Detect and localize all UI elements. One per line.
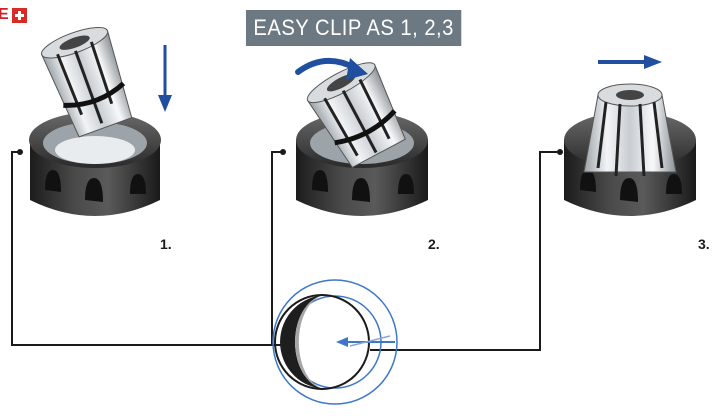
connector-dot-3 [557,149,563,155]
nut-slot [45,170,61,192]
nut-slot [666,174,682,194]
nut-slot [352,178,370,202]
brand-badge-text: E [0,6,9,23]
step-3-illustration [564,55,696,216]
step-number-1: 1. [160,236,172,252]
connector-dot-1 [17,149,23,155]
crescent-dark [280,295,327,389]
step-number-2: 2. [428,236,440,252]
connector-line-2 [271,151,282,345]
nut-slot [580,170,596,192]
arrow-left-icon [336,335,395,347]
curved-arrow-icon [295,57,368,80]
nut-slot [130,174,146,194]
connector-line-1 [11,151,285,346]
step-1-illustration [29,26,172,216]
nut-slot [398,174,414,194]
step-2-illustration [295,57,428,216]
brand-badge: E [0,6,27,24]
arrow-down-icon [158,45,172,112]
connector-line-3 [370,151,560,351]
page-title: EASY CLIP AS 1, 2,3 [246,10,462,46]
connector-lines [11,151,560,351]
nut-slot [85,178,103,202]
connector-dot-2 [280,149,286,155]
nut-bore-inner [55,136,135,164]
nut-slot [312,170,328,192]
step-number-3: 3. [698,236,710,252]
swiss-flag-icon [11,7,27,23]
arrow-right-icon [598,55,662,69]
collet-cross-section [272,279,398,405]
nut-slot [620,178,638,202]
